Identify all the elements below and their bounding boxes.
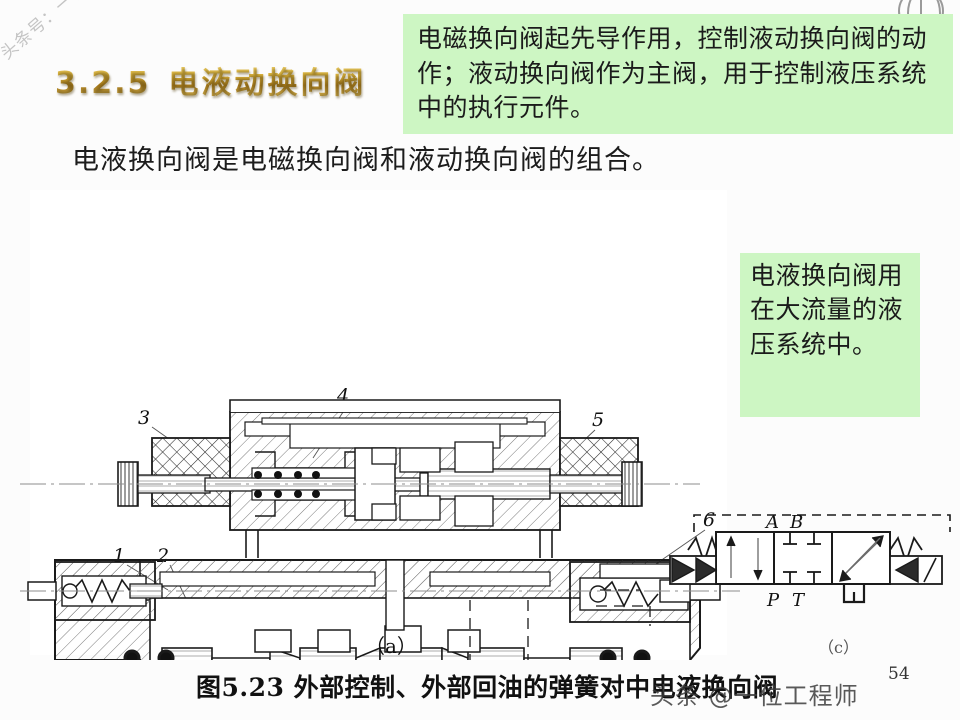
callout-top: 电磁换向阀起先导作用，控制液动换向阀的动作；液动换向阀作为主阀，用于控制液压系统… xyxy=(403,14,953,134)
page-title: 3.2.5 电液动换向阀 xyxy=(55,58,366,102)
schematic-port-A: A xyxy=(764,512,779,533)
callout-number-6: 6 xyxy=(703,509,715,531)
section-title-text: 电液动换向阀 xyxy=(168,66,367,101)
figure-sublabel-a: （a） xyxy=(365,634,417,658)
figure-drawing: 3 4 5 1 2 6 7 8 xyxy=(0,190,960,660)
schematic-port-B: B xyxy=(789,512,803,533)
schematic-port-T: T xyxy=(792,590,806,611)
section-number: 3.2.5 xyxy=(55,66,151,101)
callout-number-5: 5 xyxy=(592,409,604,431)
callout-right: 电液换向阀用在大流量的液压系统中。 xyxy=(740,253,920,417)
subtitle-text: 电液换向阀是电磁换向阀和液动换向阀的组合。 xyxy=(72,145,660,176)
schematic-port-P: P xyxy=(766,590,780,611)
figure-sublabel-c: （c） xyxy=(818,638,859,657)
callout-number-3: 3 xyxy=(138,407,150,429)
figure-caption: 图5.23 外部控制、外部回油的弹簧对中电液换向阀 xyxy=(196,673,779,702)
page-number: 54 xyxy=(888,664,910,684)
watermark-diagonal: 头条号：一位工程师 xyxy=(0,0,133,64)
